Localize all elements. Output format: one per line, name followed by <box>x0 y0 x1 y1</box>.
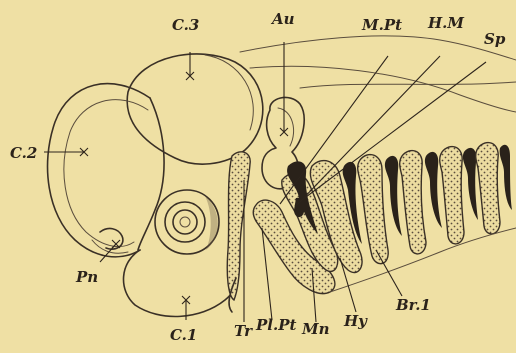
label-sp: Sp <box>484 30 506 48</box>
midbrain-inner-fold <box>205 55 253 130</box>
label-mn: Mn <box>301 320 330 338</box>
label-mpt: M.Pt <box>361 16 402 34</box>
eye-lens-inner <box>173 210 197 234</box>
label-au: Au <box>270 10 295 28</box>
hemisphere-vesicle-c1 <box>124 250 239 316</box>
forebrain-cleft <box>138 98 164 250</box>
auditory-inner <box>278 108 294 146</box>
eye-lens-ring <box>165 202 205 242</box>
label-br1: Br.1 <box>395 296 431 314</box>
dorsal-contour-upper <box>240 36 516 60</box>
label-hy: Hy <box>343 312 368 330</box>
label-plpt: Pl.Pt <box>255 316 296 334</box>
branchial-arch-1 <box>358 155 389 264</box>
label-pn: Pn <box>75 268 98 286</box>
forebrain-inner-wall <box>64 100 148 247</box>
eye-pupil <box>180 217 190 227</box>
leader-br1 <box>376 250 402 296</box>
forebrain-vesicle-c2 <box>48 84 150 257</box>
label-tr: Tr <box>234 322 253 340</box>
branchial-arch-3 <box>440 147 464 244</box>
label-hm: H.M <box>427 14 464 32</box>
midbrain-vesicle-c3 <box>127 54 263 164</box>
branchial-arch-4 <box>476 143 500 234</box>
eye-shadow <box>205 196 218 250</box>
label-c2: C.2 <box>10 144 37 162</box>
gill-slit-5 <box>500 145 512 210</box>
branchial-arch-2 <box>400 151 426 254</box>
dorsal-contour-lower <box>250 66 516 112</box>
label-c1: C.1 <box>170 326 197 344</box>
dorsal-contour-mid <box>300 82 516 88</box>
trabecula-cartilage <box>227 152 250 300</box>
label-c3: C.3 <box>172 16 199 34</box>
